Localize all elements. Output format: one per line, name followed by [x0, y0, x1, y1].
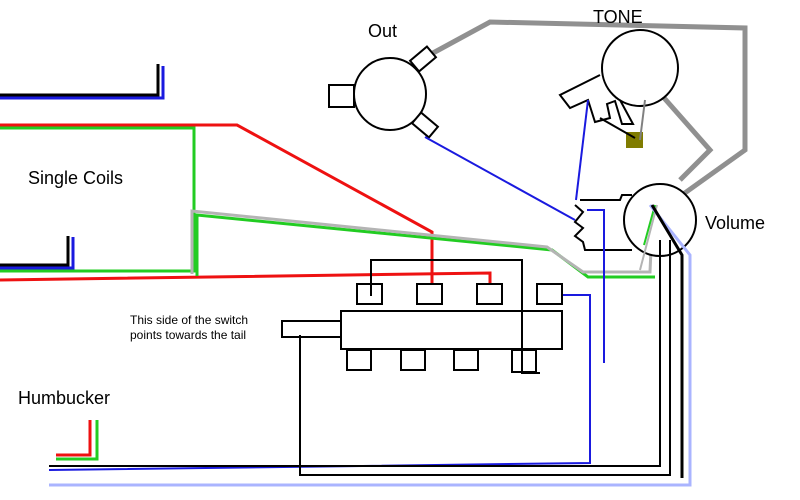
- single-coils-label: Single Coils: [28, 168, 124, 188]
- ground-lead-diagonal: [190, 203, 655, 279]
- switch-orientation-note-line-1: This side of the switch: [130, 313, 249, 327]
- tone-pot: [558, 29, 679, 125]
- pot-leads: [599, 99, 658, 271]
- switch-jumpers: [49, 240, 671, 476]
- single-coil-lower-leads: [0, 123, 492, 296]
- volume-pot-label: Volume: [705, 213, 766, 233]
- humbucker-label: Humbucker: [18, 388, 111, 408]
- volume-ground-leads: [49, 204, 692, 487]
- single-coil-upper-leads: [0, 64, 165, 100]
- gray-wires: [431, 19, 748, 203]
- pickup-selector-switch: [281, 283, 563, 373]
- switch-orientation-note-line-2: points towards the tail: [130, 328, 247, 342]
- output-jack-label: Out: [368, 21, 398, 41]
- humbucker-leads: [56, 420, 99, 461]
- blue-signal-wires: [48, 99, 605, 471]
- tone-pot-label: TONE: [593, 7, 643, 27]
- output-jack: [328, 45, 440, 139]
